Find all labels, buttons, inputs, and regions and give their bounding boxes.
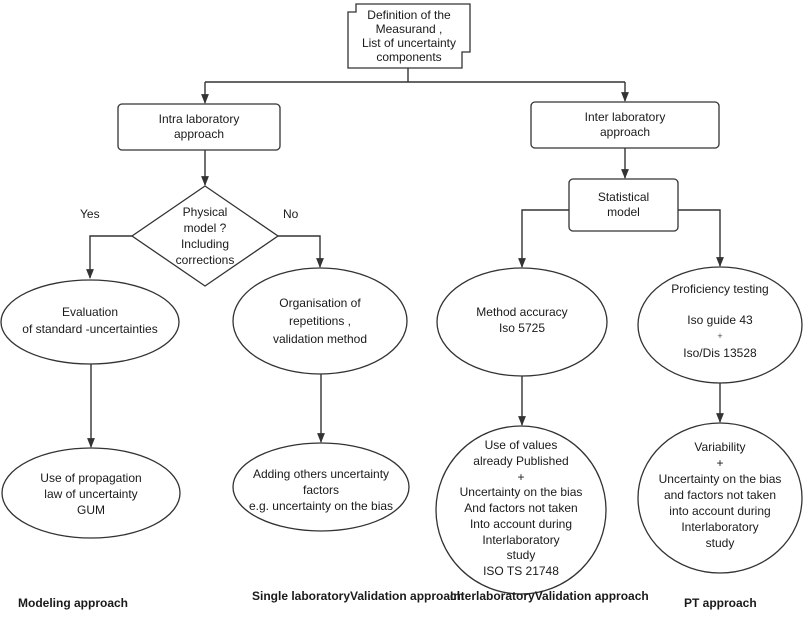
organisation-label-line-1: Organisation of [279,296,361,310]
use-values-label-line-1: Use of values [484,437,558,452]
physical-model-label-line-4: corrections [175,253,235,267]
statistical-model-label-line-2: model [607,205,640,219]
caption-single: Single laboratoryValidation approach [252,589,464,604]
variability-label: Variability + Uncertainty on the bias and f… [640,434,800,556]
use-values-label-line-5: And factors not taken [464,501,578,516]
intra-label-line-1: Intra laboratory [158,112,240,126]
adding-label-line-1: Adding others uncertainty [252,467,390,481]
adding-ellipse [232,442,410,532]
use-values-label-line-4: Uncertainty on the bias [459,485,583,500]
physical-model-label-line-3: Including [180,237,230,251]
definition-label-line-4: components [376,50,442,64]
inter-label-line-2: approach [599,125,651,139]
variability-label-line-5: into account during [669,504,771,518]
no-branch-label: No [283,207,299,221]
proficiency-label: Proficiency testing Iso guide 43 + Iso/D… [640,278,800,370]
intra-label-line-2: approach [173,127,225,141]
caption-single-line-2: Validation approach [350,589,465,603]
adding-label-line-3: e.g. uncertainty on the bias [248,499,394,513]
evaluation-label: Evaluation of standard -uncertainties [4,296,176,346]
proficiency-line-1: Proficiency testing [671,282,769,296]
caption-single-line-1: Single laboratory [252,589,351,603]
proficiency-line-3: Iso/Dis 13528 [683,346,757,360]
definition-label-line-2: Measurand , [375,22,443,36]
variability-label-line-3: Uncertainty on the bias [658,472,782,486]
organisation-label-line-3: validation method [272,332,368,346]
variability-label-line-1: Variability [694,440,746,454]
variability-label-line-6: Interlaboratory [681,520,759,534]
statistical-model-label-line-1: Statistical [597,190,650,204]
intra-box [117,103,281,151]
proficiency-plus: + [717,331,723,341]
adding-label-line-2: factors [302,483,339,497]
caption-modeling-line-1: Modeling approach [18,596,129,610]
proficiency-line-2: Iso guide 43 [687,313,753,327]
propagation-label-line-1: Use of propagation [40,471,142,485]
variability-label-line-7: study [705,536,735,550]
physical-model-label-line-2: model ? [183,221,227,235]
method-accuracy-label-line-2: Iso 5725 [498,321,546,335]
definition-box [347,3,471,69]
caption-interlab-line-1: Interlaboratory [450,589,535,603]
variability-label-line-4: and factors not taken [663,488,777,502]
propagation-label-line-3: GUM [77,503,105,517]
method-accuracy-label-line-1: Method accuracy [476,305,568,319]
use-values-label-line-2: already Published [473,453,569,468]
organisation-ellipse [232,267,408,375]
use-values-label-line-7: Interlaboratory [482,532,560,547]
caption-modeling: Modeling approach [18,596,128,611]
definition-label-line-1: Definition of the [367,8,451,22]
variability-label-line-2: + [716,456,724,470]
physical-model-label-line-1: Physical [182,205,228,219]
use-values-label-line-9: ISO TS 21748 [483,564,559,579]
propagation-ellipse [1,447,181,539]
definition-label-line-3: List of uncertainty [361,36,457,50]
caption-pt-line-1: PT approach [684,596,757,610]
caption-interlab: InterlaboratoryValidation approach [450,589,649,604]
propagation-label-line-2: law of uncertainty [44,487,138,501]
use-values-ellipse [435,425,607,595]
evaluation-label-line-1: Evaluation [61,305,119,319]
use-values-label-line-3: + [517,469,525,484]
evaluation-ellipse [0,279,180,365]
organisation-label: Organisation of repetitions , validation m… [236,288,404,354]
variability-ellipse [637,422,803,574]
organisation-label-line-2: repetitions , [288,314,352,328]
caption-pt: PT approach [684,596,757,611]
inter-label-line-1: Inter laboratory [584,110,666,124]
use-values-label-line-8: study [506,548,536,563]
caption-interlab-line-2: Validation approach [534,589,649,603]
physical-model-label: Physical model ? Including corrections [150,200,260,272]
physical-model-diamond [130,185,280,287]
evaluation-label-line-2: of standard -uncertainties [22,322,158,336]
adding-label: Adding others uncertainty factors e.g. unc… [236,466,406,514]
statistical-model-box [568,178,679,232]
yes-branch-label: Yes [80,207,100,221]
use-values-label-line-6: Into account during [469,516,573,531]
